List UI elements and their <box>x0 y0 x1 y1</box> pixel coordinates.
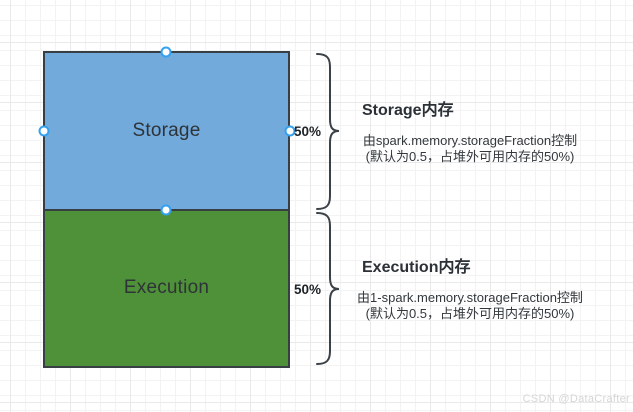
execution-annotation-line2: (默认为0.5，占堆外可用内存的50%) <box>365 305 575 321</box>
storage-percent-label: 50% <box>294 124 322 139</box>
execution-annotation-title: Execution内存 <box>362 259 471 276</box>
storage-annotation-line2: (默认为0.5，占堆外可用内存的50%) <box>365 148 575 164</box>
execution-annotation: Execution内存 由1-spark.memory.storageFract… <box>344 253 596 321</box>
execution-block-label: Execution <box>123 277 210 299</box>
storage-annotation-title: Storage内存 <box>362 102 454 119</box>
connection-handle-right <box>284 125 296 137</box>
execution-percent-label: 50% <box>294 282 322 297</box>
execution-annotation-line1: 由1-spark.memory.storageFraction控制 <box>357 290 583 305</box>
connection-handle-middle <box>160 204 172 216</box>
memory-box: Storage Execution <box>43 51 290 368</box>
storage-annotation: Storage内存 由spark.memory.storageFraction控… <box>344 96 596 164</box>
storage-block-label: Storage <box>132 119 201 141</box>
execution-block: Execution <box>45 208 288 366</box>
storage-annotation-line1: 由spark.memory.storageFraction控制 <box>362 133 578 148</box>
connection-handle-left <box>38 125 50 137</box>
csdn-watermark: CSDN @DataCrafter <box>522 393 630 405</box>
connection-handle-top <box>160 46 172 58</box>
storage-block: Storage <box>45 53 288 209</box>
